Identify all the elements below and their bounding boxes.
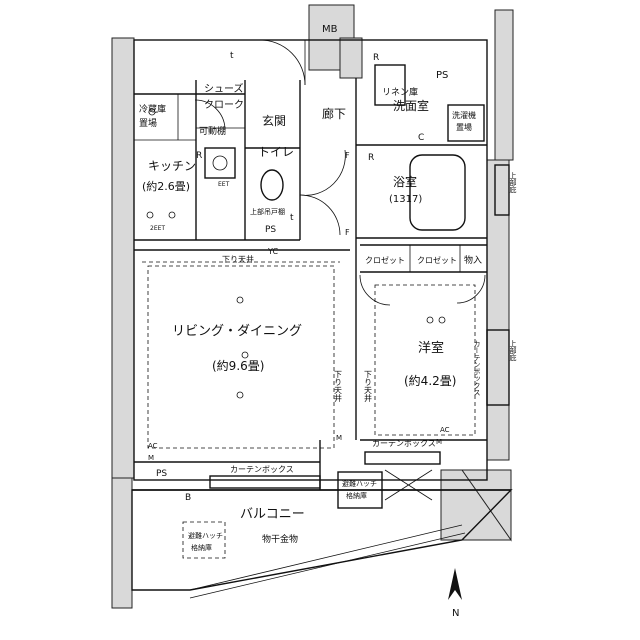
washer-label-2: 置場: [456, 122, 472, 132]
bathtub: [409, 154, 466, 231]
outer-walls: [111, 4, 514, 609]
ceiling-down-label-2: 下り天井: [334, 370, 343, 403]
upper-shelf-label: 上部吊戸棚: [250, 207, 285, 216]
hatch-label-2: 避難ハッチ: [342, 479, 377, 488]
mb-label: MB: [322, 24, 338, 35]
balcony-label: バルコニー: [240, 507, 305, 522]
ceiling-outlines: [142, 261, 476, 449]
hatch-label-2b: 格納庫: [346, 491, 367, 500]
symbol-et1: EET: [218, 181, 230, 188]
shoes-label-1: シューズ: [204, 82, 244, 95]
symbol-r2: R: [368, 153, 374, 163]
ceiling-down-label-1: 下り天井: [222, 254, 254, 264]
ceiling-lights: [146, 108, 446, 399]
ps-mid-label: PS: [265, 225, 276, 235]
ps-low-label: PS: [156, 469, 167, 479]
shoes-label-2: クローク: [204, 99, 244, 111]
curtain-box-label-2: カーテンボックス: [372, 439, 436, 448]
western-label: 洋室: [418, 340, 444, 356]
curtain-box-label-1: カーテンボックス: [230, 465, 294, 474]
symbol-b: B: [185, 493, 191, 503]
drying-hardware-label: 物干金物: [262, 533, 298, 545]
toilet-bowl: [260, 169, 284, 201]
symbol-ac2: AC: [440, 426, 450, 434]
wash-basin: [374, 64, 406, 106]
western-size-label: (約4.2畳): [404, 373, 456, 388]
eaves-label-2: 上部庇: [509, 339, 517, 362]
stove: [204, 147, 236, 179]
hatch-label-1: 避難ハッチ: [188, 531, 223, 540]
symbol-r3: R: [196, 151, 202, 161]
symbol-c: C: [418, 133, 424, 143]
symbol-ycc: YC: [267, 247, 278, 256]
symbol-ac1: AC: [148, 442, 158, 450]
washroom-label: 洗面室: [393, 98, 429, 113]
linen-label: リネン庫: [382, 86, 418, 98]
north-label: N: [452, 608, 459, 619]
storage-label: 物入: [464, 254, 482, 266]
balcony-area: [131, 469, 513, 599]
kitchen-label: キッチン: [148, 159, 196, 173]
movable-shelf-label: 可動棚: [199, 125, 226, 137]
room-walls: [132, 39, 511, 491]
burner: [212, 155, 228, 171]
closet-label-1: クロゼット: [365, 255, 405, 265]
symbol-t1: t: [230, 51, 234, 61]
ps-top-label: PS: [436, 70, 448, 81]
symbol-f1: F: [345, 151, 350, 160]
corridor-label: 廊下: [322, 106, 346, 121]
fridge-label-2: 置場: [139, 117, 157, 129]
symbol-m3: M: [436, 438, 442, 446]
ceiling-down-label-3: 下り天井: [364, 370, 373, 403]
eaves-label-1: 上部庇: [509, 171, 517, 194]
bath-size-label: (1317): [389, 194, 422, 205]
symbol-f2: F: [345, 228, 350, 237]
symbol-t2: t: [290, 213, 294, 223]
windows: [209, 164, 510, 489]
bath-label: 浴室: [393, 174, 417, 189]
closet-label-2: クロゼット: [417, 255, 457, 265]
doors: [194, 39, 486, 306]
north-arrow-icon: N: [448, 568, 462, 619]
symbol-m1: M: [148, 454, 154, 462]
symbol-r1: R: [373, 53, 379, 63]
curtain-box-label-3: カーテンボックス: [473, 340, 481, 396]
symbol-et2: 2EET: [150, 225, 165, 232]
washer-pan: [447, 104, 485, 142]
toilet-label: トイレ: [258, 145, 294, 159]
washer-label-1: 洗濯機: [452, 110, 476, 120]
hatch-label-1b: 格納庫: [191, 543, 212, 552]
kitchen-size-label: (約2.6畳): [142, 179, 190, 193]
ldk-label: リビング・ダイニング: [172, 324, 302, 339]
ldk-size-label: (約9.6畳): [212, 358, 264, 373]
entrance-label: 玄関: [262, 113, 286, 128]
symbol-m2: M: [336, 434, 342, 442]
